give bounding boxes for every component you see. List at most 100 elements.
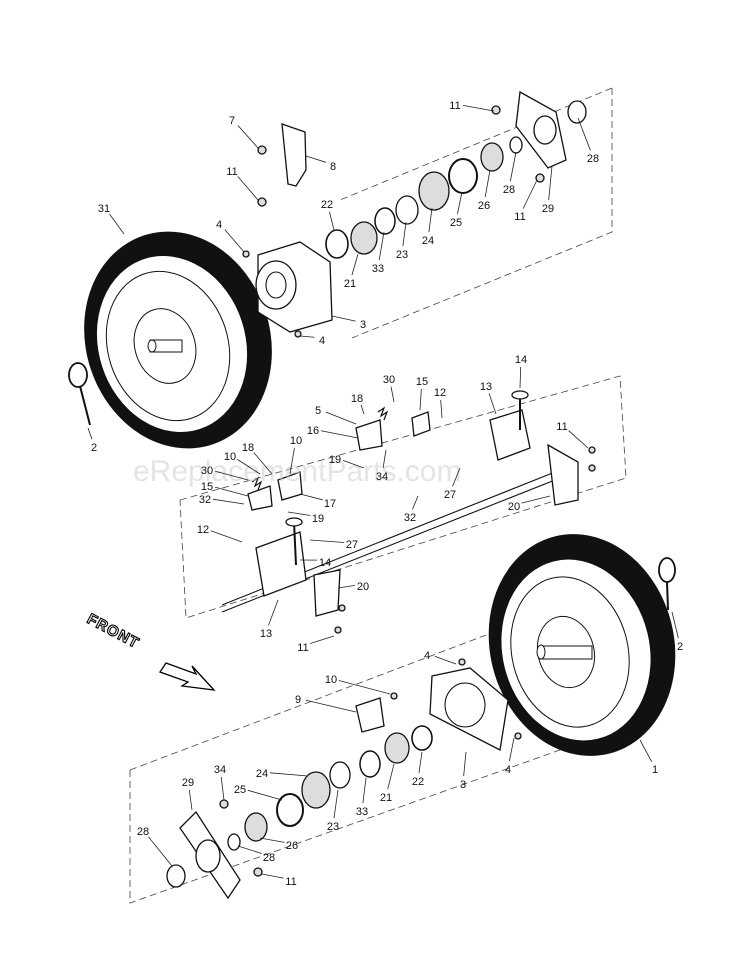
leader-line — [320, 430, 359, 439]
callout-c-top-11c: 11 — [226, 166, 237, 178]
callout-c-bot-25: 25 — [234, 784, 246, 796]
leader-line — [305, 155, 327, 163]
leader-line — [299, 335, 315, 338]
callout-c-top-29: 29 — [542, 203, 554, 215]
callout-c-mid-20b: 20 — [357, 581, 369, 593]
leader-line — [247, 789, 283, 801]
leader-line — [214, 470, 249, 481]
leader-line — [434, 655, 457, 665]
callout-c-bot-34: 34 — [214, 764, 226, 776]
front-label: FRONT — [84, 611, 142, 653]
leader-line — [259, 837, 285, 843]
leader-line — [521, 495, 551, 504]
callout-c-mid-19b: 19 — [312, 513, 324, 525]
callout-c-bot-11: 11 — [285, 876, 296, 888]
callout-c-top-3: 3 — [360, 319, 366, 331]
callout-c-bot-22: 22 — [412, 776, 424, 788]
callout-c-bot-24: 24 — [256, 768, 268, 780]
callout-c-mid-18b: 18 — [242, 442, 254, 454]
leader-line — [342, 459, 365, 469]
leader-line — [519, 366, 522, 389]
callout-c-bot-33: 33 — [356, 806, 368, 818]
leader-line — [237, 176, 259, 201]
leader-line — [148, 836, 173, 867]
callout-c-bot-9: 9 — [295, 694, 301, 706]
callout-c-mid-27a: 27 — [444, 489, 456, 501]
callout-c-mid-11a: 11 — [556, 421, 567, 433]
callout-c-top-25: 25 — [450, 217, 462, 229]
leader-line — [212, 498, 245, 505]
leader-line — [253, 452, 273, 475]
leader-line — [378, 231, 385, 261]
leader-line — [463, 751, 467, 777]
leader-line — [224, 229, 245, 253]
callout-c-mid-10a: 10 — [290, 435, 302, 447]
callout-c-bot-1: 1 — [652, 764, 658, 776]
leader-line — [418, 751, 423, 774]
callout-c-mid-30a: 30 — [383, 374, 395, 386]
callout-c-mid-15b: 15 — [201, 481, 213, 493]
callout-c-bot-4b: 4 — [505, 764, 511, 776]
leader-line — [87, 427, 93, 440]
leader-line — [305, 699, 357, 713]
callout-c-mid-19a: 19 — [329, 454, 341, 466]
wheel-top-left — [84, 231, 272, 449]
watermark: eReplacementParts.com — [133, 455, 461, 488]
leader-line — [568, 430, 589, 449]
assembly-boundary-lines — [129, 87, 627, 904]
leader-line — [440, 399, 443, 419]
callout-c-mid-14b: 14 — [319, 557, 331, 569]
leader-line — [188, 789, 193, 811]
leader-line — [452, 467, 461, 487]
leader-line — [488, 393, 497, 415]
leader-line — [331, 315, 356, 322]
callout-c-mid-32b: 32 — [404, 512, 416, 524]
callout-c-top-31: 31 — [98, 203, 110, 215]
leader-line — [387, 763, 395, 790]
leader-line — [484, 169, 491, 198]
leader-line — [508, 737, 515, 762]
callout-c-bot-3: 3 — [460, 779, 466, 791]
leader-line — [337, 584, 356, 589]
leader-line — [325, 411, 357, 425]
callout-c-left-2: 2 — [91, 442, 97, 454]
callout-c-top-28b: 28 — [503, 184, 515, 196]
leader-line — [456, 191, 463, 215]
leader-line — [109, 213, 125, 235]
leader-line — [577, 117, 591, 151]
callout-c-mid-14a: 14 — [515, 354, 527, 366]
callout-c-mid-20a: 20 — [508, 501, 520, 513]
leader-line — [362, 777, 367, 804]
leader-line — [237, 459, 261, 475]
leader-line — [382, 449, 387, 469]
lynch-pins — [68, 362, 676, 611]
leader-line — [237, 845, 262, 854]
callout-c-bot-4a: 4 — [424, 650, 430, 662]
leader-line — [548, 165, 553, 201]
callout-c-top-33: 33 — [372, 263, 384, 275]
callout-c-top-24: 24 — [422, 235, 434, 247]
leader-line — [639, 739, 653, 762]
callout-c-top-26: 26 — [478, 200, 490, 212]
leader-line — [390, 386, 395, 403]
leader-line — [412, 495, 419, 510]
callout-c-mid-17: 17 — [324, 498, 336, 510]
callout-c-top-11a: 11 — [449, 100, 460, 112]
leader-line — [509, 151, 517, 182]
callout-c-top-8: 8 — [330, 161, 336, 173]
callout-c-bot-28b: 28 — [263, 852, 275, 864]
leader-line — [210, 530, 243, 543]
callout-leader-lines — [87, 105, 679, 879]
callout-c-top-4a: 4 — [216, 219, 222, 231]
callout-c-mid-27b: 27 — [346, 539, 358, 551]
callout-c-top-22: 22 — [321, 199, 333, 211]
callout-c-top-4b: 4 — [319, 335, 325, 347]
middle-linkage-assembly — [221, 390, 596, 634]
callout-c-mid-16: 16 — [307, 425, 319, 437]
callout-c-mid-11b: 11 — [297, 642, 308, 654]
callout-c-bot-23: 23 — [327, 821, 339, 833]
callout-c-mid-12a: 12 — [434, 387, 446, 399]
callout-c-bot-29: 29 — [182, 777, 194, 789]
